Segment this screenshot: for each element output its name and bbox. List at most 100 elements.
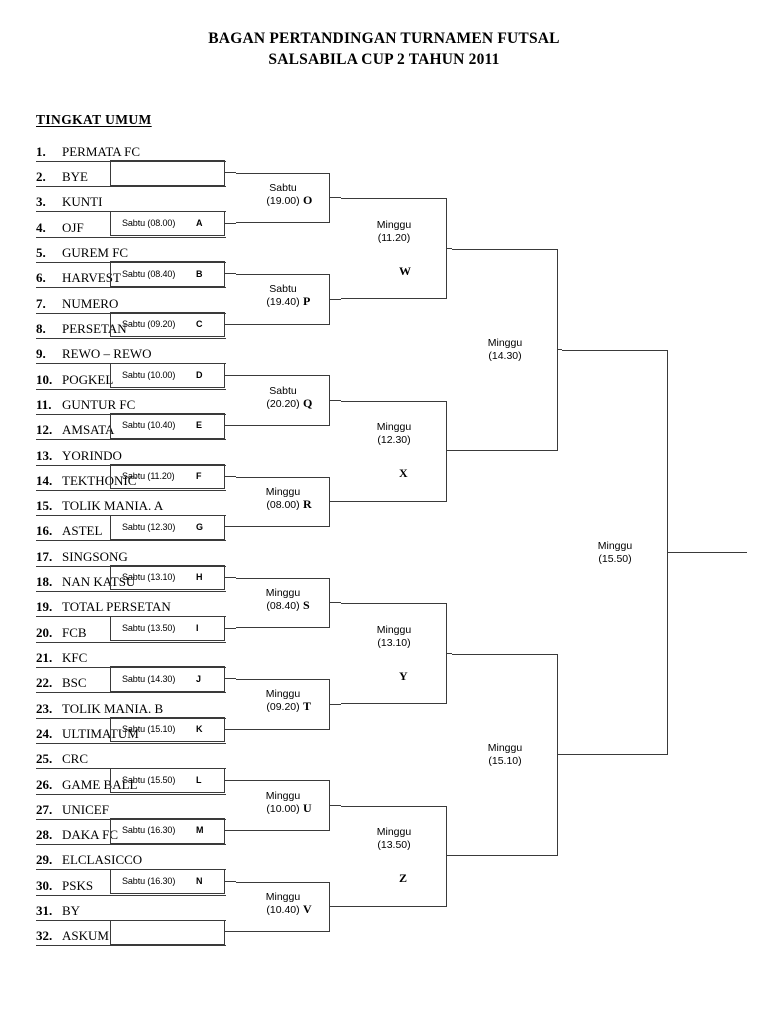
round2-connector (330, 703, 341, 705)
round3-box[interactable] (341, 400, 447, 502)
round1-connector (225, 627, 236, 629)
round1-match-box[interactable] (110, 818, 225, 844)
round2-day: Minggu (265, 485, 301, 498)
semifinal-box[interactable] (452, 248, 558, 452)
team-row[interactable]: 1.PERMATA FC (36, 137, 226, 162)
round2-box[interactable] (236, 881, 330, 933)
round1-match-box[interactable] (110, 666, 225, 692)
round3-code: Y (399, 668, 408, 683)
round1-match-box[interactable] (110, 413, 225, 439)
round1-connector (225, 779, 236, 781)
team-number: 20. (36, 624, 53, 640)
team-row[interactable]: 25.CRC (36, 744, 226, 770)
team-row[interactable]: 23.TOLIK MANIA. B (36, 693, 226, 719)
team-row[interactable]: 14.TEKTHONIC (36, 466, 226, 491)
round2-box[interactable] (236, 375, 330, 426)
title-line-1: BAGAN PERTANDINGAN TURNAMEN FUTSAL (208, 30, 560, 47)
round1-match-box[interactable] (110, 160, 225, 186)
team-row[interactable]: 26.GAME BALL (36, 769, 226, 795)
round1-match-box[interactable] (110, 514, 225, 540)
round2-label: Sabtu(20.20) (236, 385, 330, 411)
team-row[interactable]: 24.ULTIMATUM (36, 719, 226, 744)
round1-connector (225, 728, 236, 730)
team-row[interactable]: 3.KUNTI (36, 187, 226, 213)
round1-match-box[interactable] (110, 919, 225, 945)
round1-match-box[interactable] (110, 312, 225, 338)
round2-time: (20.20) (266, 397, 300, 410)
round1-match-box[interactable] (110, 767, 225, 793)
round2-code: S (303, 598, 310, 613)
round1-match-box[interactable] (110, 717, 225, 743)
round1-connector (225, 830, 236, 832)
round2-day: Minggu (265, 587, 301, 600)
team-row[interactable]: 27.UNICEF (36, 795, 226, 820)
team-row[interactable]: 18.NAN KATSU (36, 567, 226, 593)
team-row[interactable]: 30.PSKS (36, 870, 226, 896)
round1-match-box[interactable] (110, 210, 225, 237)
round1-connector (225, 425, 236, 427)
final-label: Minggu(15.50) (562, 540, 668, 566)
team-row[interactable]: 15.TOLIK MANIA. A (36, 491, 226, 517)
round3-code: Z (399, 871, 408, 886)
round1-match-box[interactable] (110, 362, 225, 388)
round2-box[interactable] (236, 476, 330, 528)
team-row[interactable]: 6.HARVEST (36, 263, 226, 289)
round2-box[interactable] (236, 577, 330, 629)
team-row[interactable]: 7.NUMERO (36, 288, 226, 314)
team-number: 32. (36, 928, 53, 944)
final-time: (15.50) (598, 552, 632, 565)
team-row[interactable]: 22.BSC (36, 668, 226, 694)
round3-box[interactable] (341, 603, 447, 705)
round1-connector (225, 323, 236, 325)
team-name: PERMATA FC (62, 143, 141, 159)
team-name: YORINDO (62, 447, 122, 463)
team-number: 13. (36, 447, 53, 463)
team-row[interactable]: 21.KFC (36, 643, 226, 668)
round3-box[interactable] (341, 198, 447, 300)
semifinal-connector (558, 349, 562, 351)
team-row[interactable]: 2.BYE (36, 162, 226, 188)
round2-connector (330, 602, 341, 604)
round2-box[interactable] (236, 274, 330, 325)
team-row[interactable]: 11.GUNTUR FC (36, 390, 226, 415)
round1-match-box[interactable] (110, 868, 225, 895)
team-row[interactable]: 20. FCB (36, 617, 226, 643)
team-name: BSC (62, 675, 87, 691)
semifinal-box[interactable] (452, 653, 558, 857)
team-number: 9. (36, 346, 46, 362)
team-name: NAN KATSU (62, 574, 136, 590)
team-row[interactable]: 19.TOTAL PERSETAN (36, 592, 226, 618)
round1-match-box[interactable] (110, 565, 225, 591)
team-row[interactable]: 16.ASTEL (36, 516, 226, 542)
team-row[interactable]: 9.REWO – REWO (36, 339, 226, 365)
team-row[interactable]: 32.ASKUM (36, 921, 226, 947)
team-number: 16. (36, 523, 53, 539)
round1-match-box[interactable] (110, 463, 225, 490)
round2-box[interactable] (236, 780, 330, 831)
team-row[interactable]: 17.SINGSONG (36, 541, 226, 567)
section-title: TINGKAT UMUM (36, 112, 152, 127)
team-row[interactable]: 29.ELCLASICCO (36, 845, 226, 871)
team-row[interactable]: 13. YORINDO (36, 440, 226, 466)
team-name: SINGSONG (62, 548, 128, 564)
round2-connector (330, 501, 341, 503)
team-row[interactable]: 10.POGKEL (36, 364, 226, 390)
team-name: KFC (62, 649, 88, 665)
final-box[interactable] (562, 350, 668, 755)
team-name: BY (62, 903, 81, 919)
team-row[interactable]: 28.DAKA FC (36, 820, 226, 846)
round3-box[interactable] (341, 805, 447, 907)
round3-connector (447, 450, 452, 452)
round1-connector (225, 931, 236, 933)
team-name: FCB (62, 624, 87, 640)
round2-box[interactable] (236, 172, 330, 224)
round1-match-box[interactable] (110, 261, 225, 287)
round2-time: (19.40) (266, 296, 300, 309)
team-row[interactable]: 12.AMSATA (36, 415, 226, 441)
team-row[interactable]: 31.BY (36, 896, 226, 922)
team-row[interactable]: 5.GUREM FC (36, 238, 226, 264)
team-row[interactable]: 4.OJF (36, 212, 226, 238)
round1-match-box[interactable] (110, 615, 225, 642)
round3-day: Minggu (376, 218, 412, 231)
round2-box[interactable] (236, 679, 330, 730)
